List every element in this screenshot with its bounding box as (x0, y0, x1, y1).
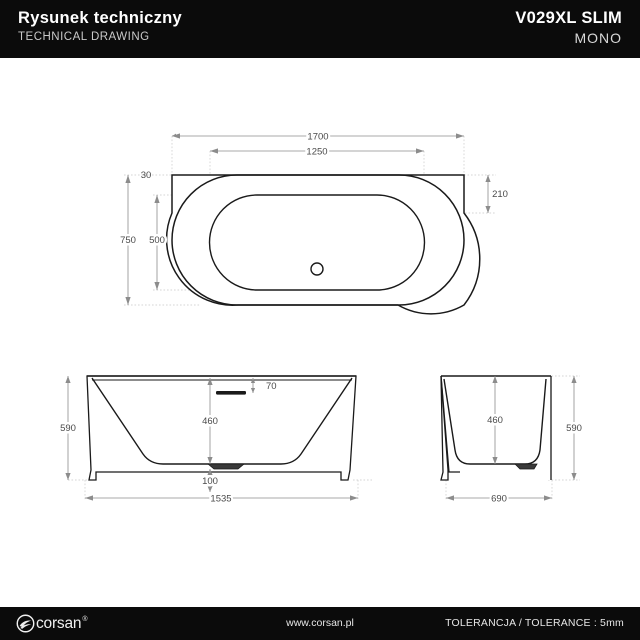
dimension-front-overflow-drop-label: 70 (266, 381, 277, 392)
dimension-side-total-height-label: 590 (566, 423, 582, 434)
dimension-front-base-width-label: 1535 (210, 494, 231, 505)
dimension-side-total-height: 590 (564, 376, 584, 480)
dimension-top-rim-width: 30 (141, 170, 152, 181)
dimension-top-rim-width-label: 30 (141, 170, 152, 181)
dimension-top-overall-width-label: 1700 (307, 132, 328, 143)
dimension-top-inner-width: 1250 (210, 145, 424, 160)
side-view-waste-outlet (514, 463, 538, 470)
dimension-front-base-width: 1535 (85, 492, 358, 507)
page-title-pl: Rysunek techniczny (18, 9, 183, 27)
dimension-top-inner-width-label: 1250 (306, 147, 327, 158)
dimension-top-overall-width: 1700 (172, 130, 464, 145)
brand-logo-text: corsan (36, 615, 82, 632)
dimension-front-inner-depth: 460 (200, 378, 220, 464)
footer-tolerance-note: TOLERANCJA / TOLERANCE : 5mm (445, 617, 624, 629)
model-variant: MONO (574, 30, 622, 46)
dimension-side-inner-depth: 460 (485, 376, 505, 464)
dimension-front-floor-clearance-label: 100 (202, 476, 218, 487)
side-view-outer-shell (441, 376, 551, 480)
side-view: 460 590 690 (440, 375, 584, 507)
footer-website-url: www.corsan.pl (286, 617, 354, 629)
top-view-outer-outline (165, 174, 481, 315)
corsan-wave-circle-icon (16, 614, 35, 633)
dimension-front-floor-clearance: 100 (200, 469, 220, 492)
dimension-front-inner-depth-label: 460 (202, 416, 218, 427)
page-header: Rysunek techniczny TECHNICAL DRAWING V02… (0, 0, 640, 58)
drain-hole-icon (310, 262, 324, 276)
drawing-canvas: 1700 1250 750 500 (58, 130, 585, 507)
dimension-top-overall-depth: 750 (118, 175, 138, 305)
brand-logo: corsan ® (16, 614, 88, 633)
top-view-outer-stadium (171, 174, 465, 306)
model-code: V029XL SLIM (515, 9, 622, 27)
dimension-side-base-width: 690 (446, 492, 552, 507)
dimension-front-total-height: 590 (58, 376, 78, 480)
header-title-block: Rysunek techniczny TECHNICAL DRAWING (18, 8, 182, 45)
dimension-front-total-height-label: 590 (60, 423, 76, 434)
page-title-en: TECHNICAL DRAWING (18, 31, 150, 43)
dimension-top-inner-depth-label: 500 (149, 235, 165, 246)
side-view-inner-profile (443, 378, 547, 465)
page-footer: corsan ® www.corsan.pl TOLERANCJA / TOLE… (0, 607, 640, 640)
dimension-side-base-width-label: 690 (491, 494, 507, 505)
waste-outlet (206, 463, 246, 470)
registered-trademark-icon: ® (82, 616, 88, 623)
dimension-top-drain-offset: 210 (485, 175, 508, 213)
overflow-slot (216, 391, 246, 395)
top-view: 1700 1250 750 500 (118, 130, 508, 315)
dimension-side-inner-depth-label: 460 (487, 415, 503, 426)
front-view: 70 460 100 590 (58, 375, 372, 507)
header-model-block: V029XL SLIM MONO (515, 8, 622, 47)
dimension-front-overflow-drop: 70 (250, 378, 277, 393)
dimension-top-inner-depth: 500 (147, 195, 167, 290)
front-view-outer-shell (86, 375, 357, 481)
side-view-left-outer-edge (440, 375, 460, 473)
top-view-inner-outline (208, 194, 426, 291)
dimension-top-drain-offset-label: 210 (492, 189, 508, 200)
dimension-top-overall-depth-label: 750 (120, 235, 136, 246)
